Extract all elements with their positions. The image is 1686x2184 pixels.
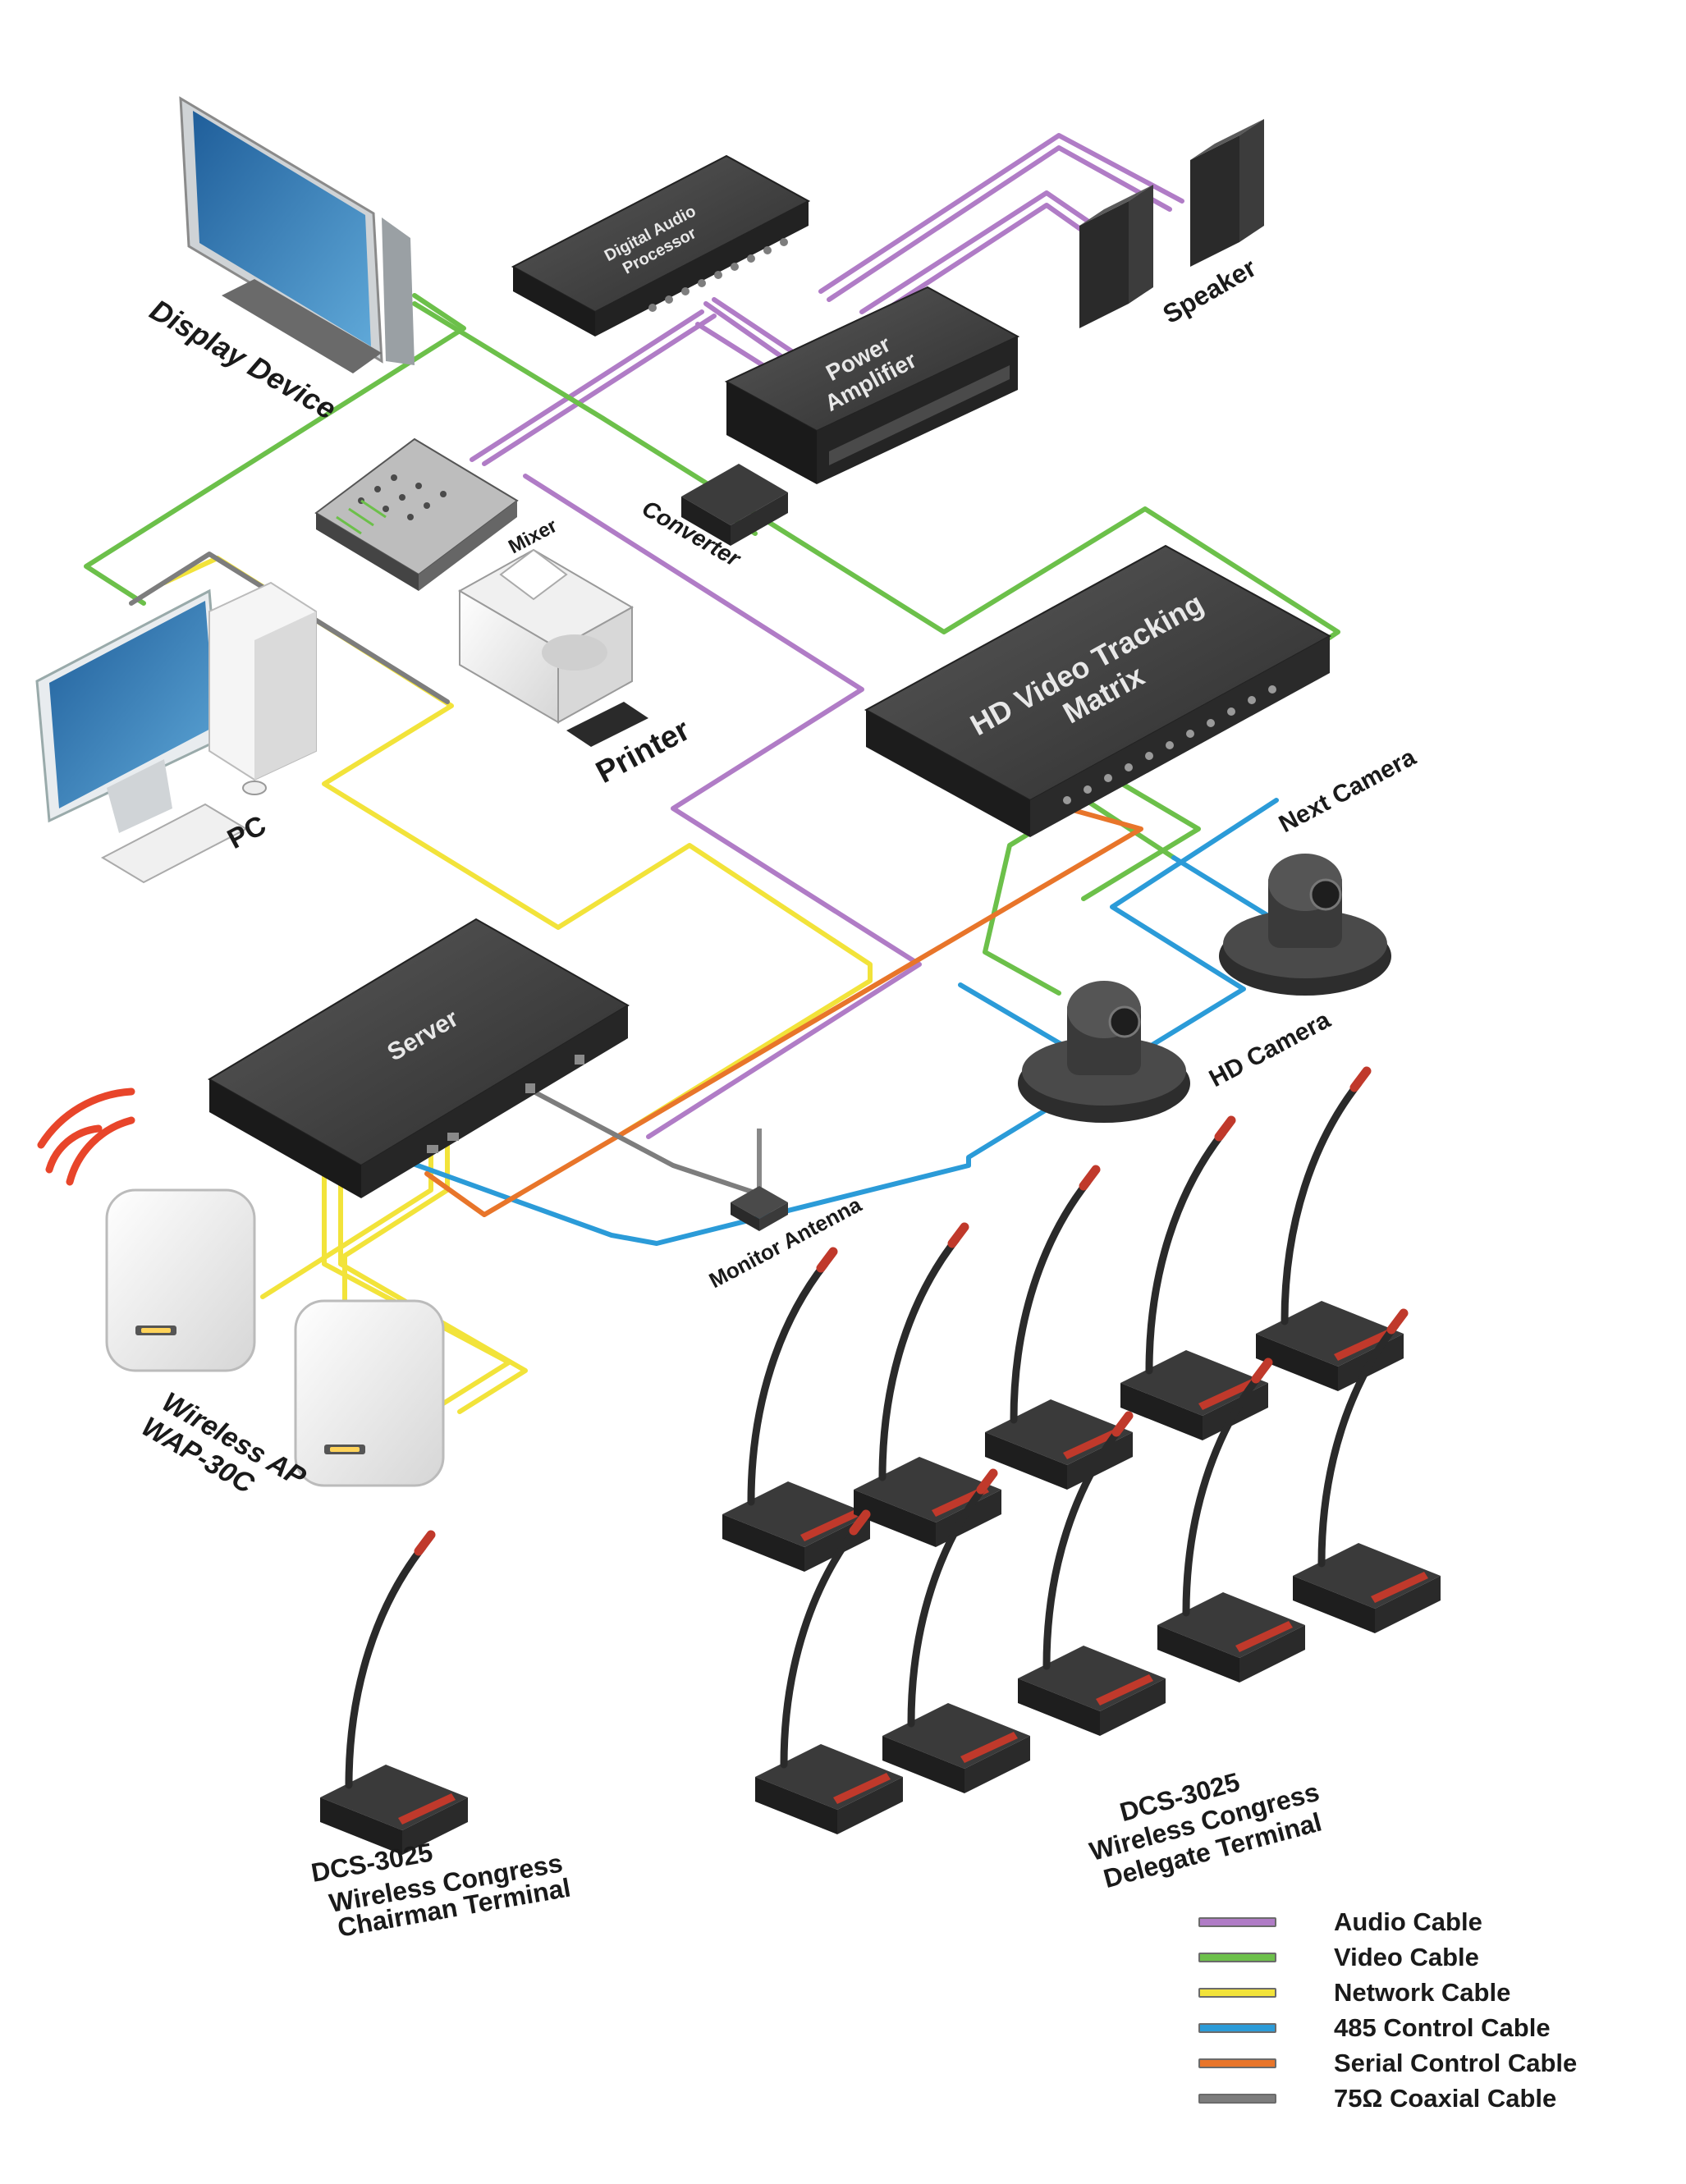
coax-cables (129, 552, 762, 1197)
legend-item: Video Cable (1198, 1939, 1577, 1975)
chairman-terminal (320, 1530, 468, 1855)
next-camera-label: Next Camera (1275, 744, 1421, 838)
monitor-antenna (731, 1129, 788, 1231)
delegate-terminal (1157, 1358, 1305, 1683)
power-amplifier (724, 286, 1020, 484)
delegate-terminal (722, 1247, 870, 1572)
legend-item: Network Cable (1198, 1975, 1577, 2010)
delegate-terminal (1293, 1308, 1441, 1633)
pc (35, 581, 317, 884)
wireless-ap-1 (105, 1188, 256, 1372)
legend-label: Audio Cable (1334, 1907, 1482, 1936)
next-camera (1219, 854, 1391, 996)
cable-layer (84, 133, 1340, 1414)
converter (681, 464, 788, 546)
legend-item: 485 Control Cable (1198, 2010, 1577, 2045)
legend-swatch (1198, 1952, 1276, 1962)
legend-label: 485 Control Cable (1334, 2012, 1551, 2042)
digital-audio-processor (511, 154, 811, 337)
delegate-terminal (1018, 1411, 1166, 1736)
legend-swatch (1198, 2022, 1276, 2033)
legend-swatch (1198, 1987, 1276, 1998)
wireless-ap-2 (294, 1299, 445, 1487)
printer (457, 548, 648, 747)
hd-camera-label: HD Camera (1205, 1006, 1336, 1092)
legend-item: 75Ω Coaxial Cable (1198, 2081, 1577, 2116)
speaker-label: Speaker (1158, 253, 1262, 329)
server (208, 918, 630, 1198)
speaker-left (1079, 185, 1153, 328)
legend-item: Audio Cable (1198, 1904, 1577, 1939)
legend-label: Serial Control Cable (1334, 2048, 1578, 2077)
wifi-signal-icon (37, 1087, 135, 1186)
legend-swatch (1198, 2058, 1276, 2068)
conference-units (320, 1066, 1441, 1855)
legend-label: Video Cable (1334, 1942, 1479, 1971)
display-device (179, 96, 415, 373)
hd-video-tracking-matrix (864, 544, 1332, 837)
legend-swatch (1198, 1916, 1276, 1927)
delegate-terminal (755, 1509, 903, 1834)
speaker-right (1190, 119, 1264, 267)
serial-cables (424, 806, 1143, 1217)
delegate-terminal (1120, 1115, 1268, 1440)
legend-item: Serial Control Cable (1198, 2045, 1577, 2081)
hd-camera (1018, 981, 1190, 1123)
legend-label: Network Cable (1334, 1977, 1511, 2007)
delegate-terminal (882, 1468, 1030, 1793)
mixer (314, 437, 519, 591)
legend-label: 75Ω Coaxial Cable (1334, 2083, 1557, 2113)
legend-swatch (1198, 2093, 1276, 2104)
pc-label: PC (222, 809, 272, 855)
